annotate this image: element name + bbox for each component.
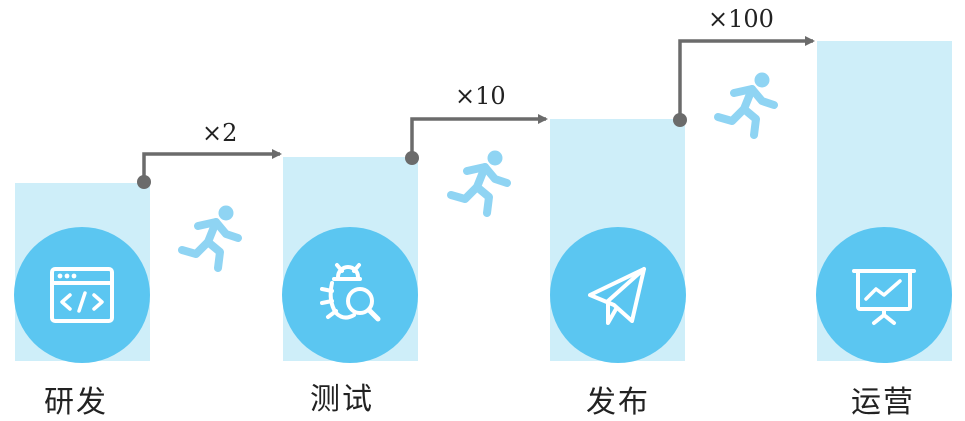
- runner-icon: [178, 205, 242, 272]
- connector-rd-test: [137, 149, 282, 189]
- bug-search-icon: [320, 263, 381, 322]
- multiplier-rd-test: ×2: [202, 119, 238, 147]
- connector-test-release: [405, 114, 548, 165]
- paper-plane-icon: [588, 267, 646, 325]
- step-label-release: 发布: [586, 385, 650, 420]
- step-circle-ops: [816, 227, 952, 363]
- step-label-ops: 运营: [851, 385, 915, 420]
- step-label-rd: 研发: [44, 385, 108, 420]
- step-circle-rd: [14, 227, 150, 363]
- step-circle-test: [282, 227, 418, 363]
- step-label-test: 测试: [310, 382, 374, 417]
- runner-icon: [447, 150, 511, 217]
- runner-icon: [714, 72, 778, 139]
- step-circle-release: [550, 227, 686, 363]
- multiplier-test-release: ×10: [455, 82, 506, 110]
- connector-release-ops: [673, 36, 815, 127]
- presentation-chart-icon: [852, 269, 916, 325]
- code-window-icon: [50, 267, 114, 323]
- multiplier-release-ops: ×100: [708, 5, 774, 33]
